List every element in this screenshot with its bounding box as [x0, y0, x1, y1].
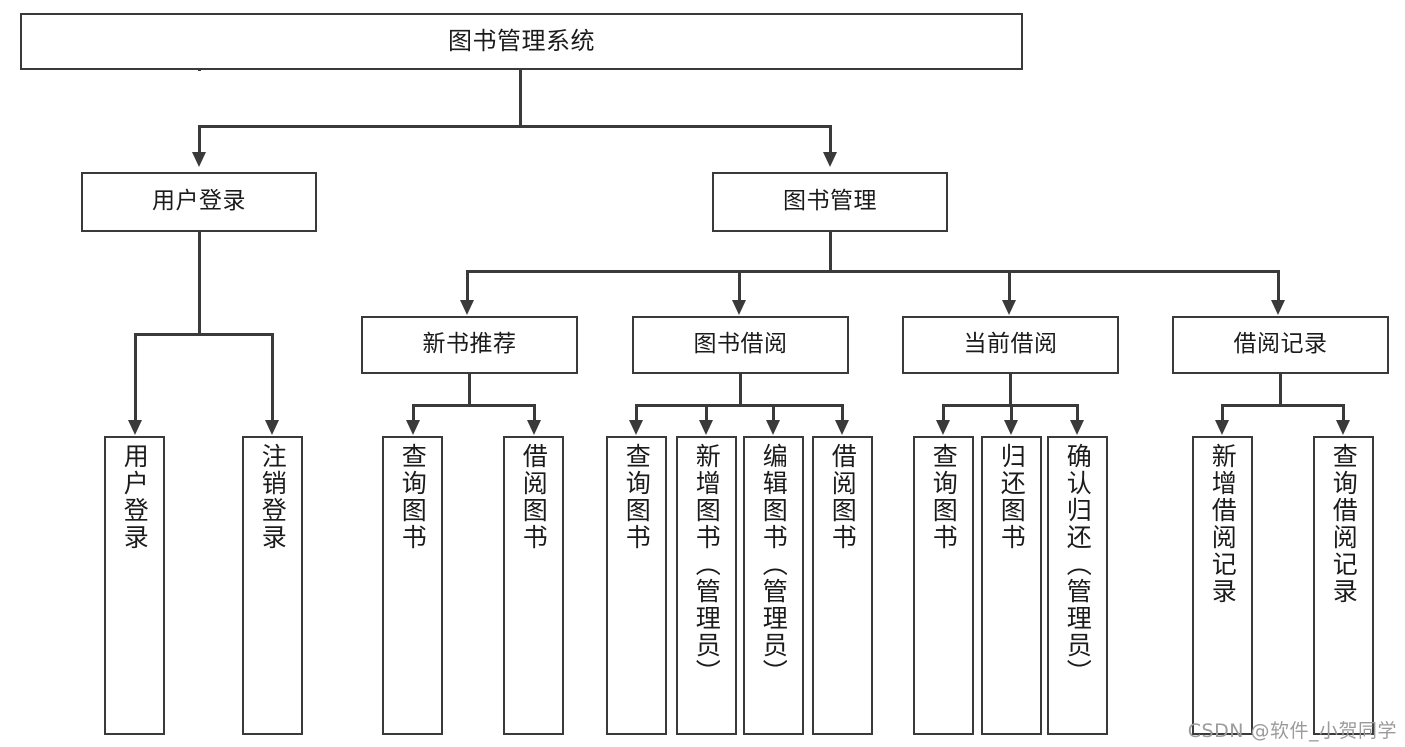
- node-borrow-record[interactable]: 借阅记录: [1172, 316, 1389, 374]
- leaf-user-login-label: 用户登录: [120, 443, 150, 551]
- edge-current-borrow-drop-1: [942, 404, 945, 421]
- leaf-query-book-3-label: 查询图书: [929, 443, 959, 551]
- arrowhead-borrow-record-leaf-2: [1336, 420, 1350, 435]
- arrowhead-user-login-leaf-1: [128, 420, 142, 435]
- edge-current-borrow-stem: [1009, 374, 1012, 406]
- arrowhead-book-borrow-leaf-4: [835, 420, 849, 435]
- leaf-add-record[interactable]: 新增借阅记录: [1192, 436, 1253, 735]
- edge-book-borrow-stem: [739, 374, 742, 406]
- arrowhead-root-to-book-manage: [823, 152, 837, 167]
- edge-user-login-drop-1: [134, 333, 137, 421]
- leaf-query-book-2-label: 查询图书: [622, 443, 652, 551]
- edge-book-borrow-drop-3: [772, 404, 775, 421]
- arrowhead-user-login-leaf-2: [265, 420, 279, 435]
- edge-book-manage-drop-1: [466, 270, 469, 302]
- arrowhead-new-book-rec-leaf-2: [527, 420, 541, 435]
- leaf-confirm-return-label: 确认归还（管理员）: [1063, 443, 1093, 686]
- leaf-add-book[interactable]: 新增图书（管理员）: [676, 436, 737, 735]
- leaf-return-book-label: 归还图书: [997, 443, 1027, 551]
- edge-root-stem-main: [519, 70, 522, 125]
- edge-book-manage-drop-3: [1008, 270, 1011, 302]
- arrowhead-book-borrow-leaf-3: [766, 420, 780, 435]
- watermark-text: CSDN @软件_小贺同学: [1187, 720, 1397, 742]
- node-new-book-rec[interactable]: 新书推荐: [361, 316, 578, 374]
- edge-book-manage-drop-4: [1277, 270, 1280, 302]
- leaf-user-logout[interactable]: 注销登录: [242, 436, 303, 735]
- leaf-query-book-1-label: 查询图书: [398, 443, 428, 551]
- arrowhead-current-borrow: [1002, 300, 1016, 315]
- edge-root-stem: [198, 70, 201, 71]
- leaf-edit-book[interactable]: 编辑图书（管理员）: [743, 436, 804, 735]
- leaf-edit-book-label: 编辑图书（管理员）: [759, 443, 789, 686]
- leaf-query-book-3[interactable]: 查询图书: [913, 436, 974, 735]
- arrowhead-new-book-rec: [460, 300, 474, 315]
- edge-new-book-rec-stem: [468, 374, 471, 406]
- edge-book-borrow-bus: [635, 404, 844, 407]
- leaf-borrow-book-2-label: 借阅图书: [828, 443, 858, 551]
- node-book-manage[interactable]: 图书管理: [712, 172, 948, 232]
- node-book-borrow-label: 图书借阅: [693, 331, 788, 358]
- edge-root-to-book-manage: [829, 125, 832, 153]
- arrowhead-current-borrow-leaf-1: [936, 420, 950, 435]
- leaf-user-logout-label: 注销登录: [258, 443, 288, 551]
- edge-borrow-record-stem: [1279, 374, 1282, 406]
- edge-book-borrow-drop-2: [705, 404, 708, 421]
- leaf-borrow-book-1[interactable]: 借阅图书: [503, 436, 564, 735]
- arrowhead-book-borrow: [732, 300, 746, 315]
- arrowhead-book-borrow-leaf-2: [699, 420, 713, 435]
- leaf-query-book-1[interactable]: 查询图书: [382, 436, 443, 735]
- edge-current-borrow-drop-3: [1076, 404, 1079, 421]
- leaf-borrow-book-2[interactable]: 借阅图书: [812, 436, 873, 735]
- edge-new-book-rec-bus: [412, 404, 536, 407]
- arrowhead-book-borrow-leaf-1: [629, 420, 643, 435]
- leaf-add-book-label: 新增图书（管理员）: [692, 443, 722, 686]
- arrowhead-new-book-rec-leaf-1: [406, 420, 420, 435]
- edge-book-manage-bus: [466, 270, 1280, 273]
- edge-book-manage-stem: [829, 232, 832, 272]
- edge-book-borrow-drop-1: [635, 404, 638, 421]
- arrowhead-borrow-record-leaf-1: [1215, 420, 1229, 435]
- edge-root-to-user-login: [198, 125, 201, 153]
- edge-borrow-record-drop-1: [1221, 404, 1224, 421]
- leaf-return-book[interactable]: 归还图书: [981, 436, 1042, 735]
- leaf-query-record-label: 查询借阅记录: [1329, 443, 1359, 605]
- edge-user-login-stem: [198, 232, 201, 333]
- edge-new-book-rec-drop-1: [412, 404, 415, 421]
- node-new-book-rec-label: 新书推荐: [422, 331, 517, 358]
- arrowhead-current-borrow-leaf-3: [1070, 420, 1084, 435]
- edge-borrow-record-drop-2: [1342, 404, 1345, 421]
- node-current-borrow[interactable]: 当前借阅: [902, 316, 1119, 374]
- arrowhead-borrow-record: [1271, 300, 1285, 315]
- edge-book-borrow-drop-4: [841, 404, 844, 421]
- node-root[interactable]: 图书管理系统: [20, 13, 1023, 70]
- edge-user-login-bus: [134, 333, 274, 336]
- arrowhead-current-borrow-leaf-2: [1004, 420, 1018, 435]
- node-user-login-label: 用户登录: [152, 188, 246, 215]
- edge-book-manage-drop-2: [738, 270, 741, 302]
- edge-new-book-rec-drop-2: [533, 404, 536, 421]
- edge-current-borrow-drop-2: [1010, 404, 1013, 421]
- edge-root-bus: [198, 125, 832, 128]
- node-book-borrow[interactable]: 图书借阅: [632, 316, 849, 374]
- node-user-login[interactable]: 用户登录: [81, 172, 317, 232]
- leaf-query-record[interactable]: 查询借阅记录: [1313, 436, 1374, 735]
- leaf-user-login[interactable]: 用户登录: [104, 436, 165, 735]
- arrowhead-root-to-user-login: [192, 152, 206, 167]
- edge-borrow-record-bus: [1221, 404, 1345, 407]
- leaf-query-book-2[interactable]: 查询图书: [606, 436, 667, 735]
- node-current-borrow-label: 当前借阅: [963, 331, 1058, 358]
- leaf-borrow-book-1-label: 借阅图书: [519, 443, 549, 551]
- leaf-add-record-label: 新增借阅记录: [1208, 443, 1238, 605]
- leaf-confirm-return[interactable]: 确认归还（管理员）: [1047, 436, 1108, 735]
- node-borrow-record-label: 借阅记录: [1233, 331, 1328, 358]
- edge-user-login-drop-2: [271, 333, 274, 421]
- node-root-label: 图书管理系统: [448, 27, 595, 56]
- node-book-manage-label: 图书管理: [783, 188, 877, 215]
